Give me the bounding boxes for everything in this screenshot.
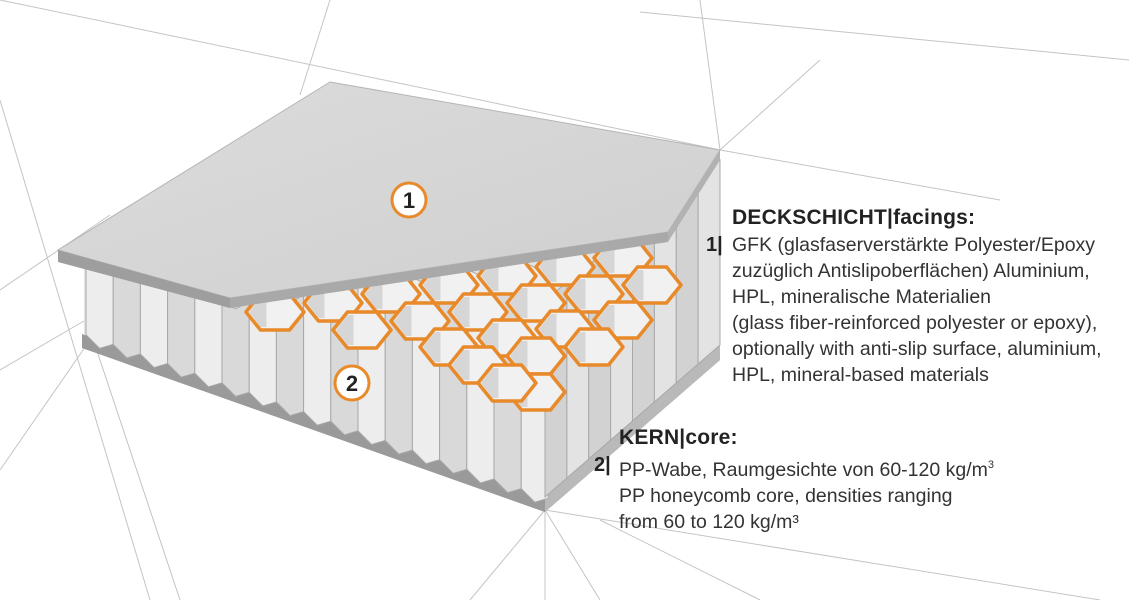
core-cell-column: [167, 285, 196, 378]
core-line: PP-Wabe, Raumgesichte von 60-120 kg/m3: [619, 452, 994, 483]
core-number: 2|: [594, 454, 611, 476]
core-line-superscript: 3: [987, 459, 994, 471]
core-cell-column: [697, 158, 721, 366]
top-facing: [56, 81, 721, 308]
marker-1: 1: [390, 181, 428, 219]
core-cell-column: [194, 293, 223, 388]
facings-heading: DECKSCHICHT|facings:: [732, 206, 976, 229]
facings-line: optionally with anti-slip surface, alumi…: [732, 338, 1102, 360]
marker-2: 2: [333, 364, 371, 402]
honeycomb-cell: [331, 310, 393, 350]
facings-line: HPL, mineral-based materials: [732, 364, 989, 386]
core-line: PP honeycomb core, densities ranging: [619, 485, 953, 507]
core-description: PP-Wabe, Raumgesichte von 60-120 kg/m3 P…: [619, 452, 994, 535]
honeycomb-cells: [244, 238, 683, 412]
core-heading: KERN|core:: [619, 426, 738, 449]
facings-line: (glass fiber-reinforced polyester or epo…: [732, 312, 1098, 334]
marker-2-label: 2: [346, 371, 358, 396]
core-cell-column: [112, 269, 141, 359]
marker-1-label: 1: [403, 188, 415, 213]
facings-number: 1|: [706, 234, 723, 256]
bottom-facing: [82, 334, 720, 512]
facings-description: GFK (glasfaserverstärkte Polyester/Epoxy…: [732, 232, 1102, 388]
honeycomb-cell: [621, 265, 683, 305]
facings-line: GFK (glasfaserverstärkte Polyester/Epoxy: [732, 234, 1096, 256]
honeycomb-cell: [476, 363, 538, 403]
core-line: from 60 to 120 kg/m³: [619, 511, 799, 533]
core-cell-column: [221, 301, 250, 397]
honeycomb-cell: [563, 327, 625, 367]
core-line-main: PP-Wabe, Raumgesichte von 60-120 kg/m: [619, 459, 988, 481]
facings-line: zuzüglich Antislipoberflächen) Aluminium…: [732, 260, 1090, 282]
facings-line: HPL, mineralische Materialien: [732, 286, 992, 308]
core-cell-column: [139, 277, 169, 369]
